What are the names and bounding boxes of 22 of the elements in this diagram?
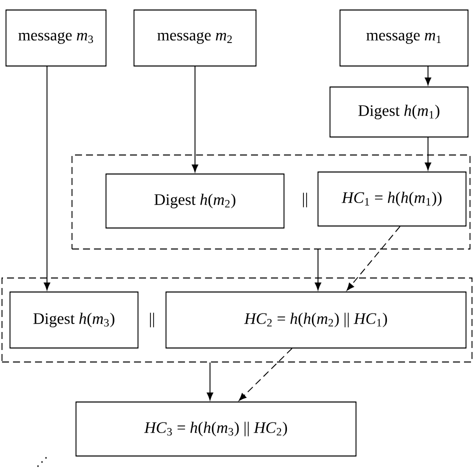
process-box: message m$_{1}$: [340, 10, 468, 66]
concat-symbol: ||: [150, 312, 154, 328]
hash-box: HC$_{1}$ = h(h(m$_{1}$)): [318, 172, 466, 226]
arrow: [424, 137, 432, 170]
dashed-group-box: [2, 278, 472, 362]
arrow: [238, 348, 292, 401]
arrow: [314, 249, 322, 290]
arrow: [346, 226, 400, 291]
process-box: HC$_{3}$ = h(h(m$_{3}$) || HC$_{2}$): [76, 402, 356, 456]
hash-box: HC$_{2}$ = h(h(m$_{2}$) || HC$_{1}$): [166, 292, 466, 348]
arrow: [44, 66, 50, 290]
concat-symbol: ||: [303, 192, 307, 208]
process-box: message m$_{2}$: [134, 10, 256, 66]
arrow: [206, 362, 214, 400]
arrow: [424, 66, 432, 86]
process-box: message m$_{3}$: [6, 10, 106, 66]
arrow: [192, 66, 198, 172]
ellipsis-mark: ⋰: [37, 457, 47, 467]
dashed-group-box: [72, 154, 470, 250]
process-box: Digest h(m$_{1}$): [330, 86, 468, 138]
hash-box: Digest h(m$_{3}$): [10, 292, 138, 348]
hash-box: Digest h(m$_{2}$): [106, 174, 284, 228]
